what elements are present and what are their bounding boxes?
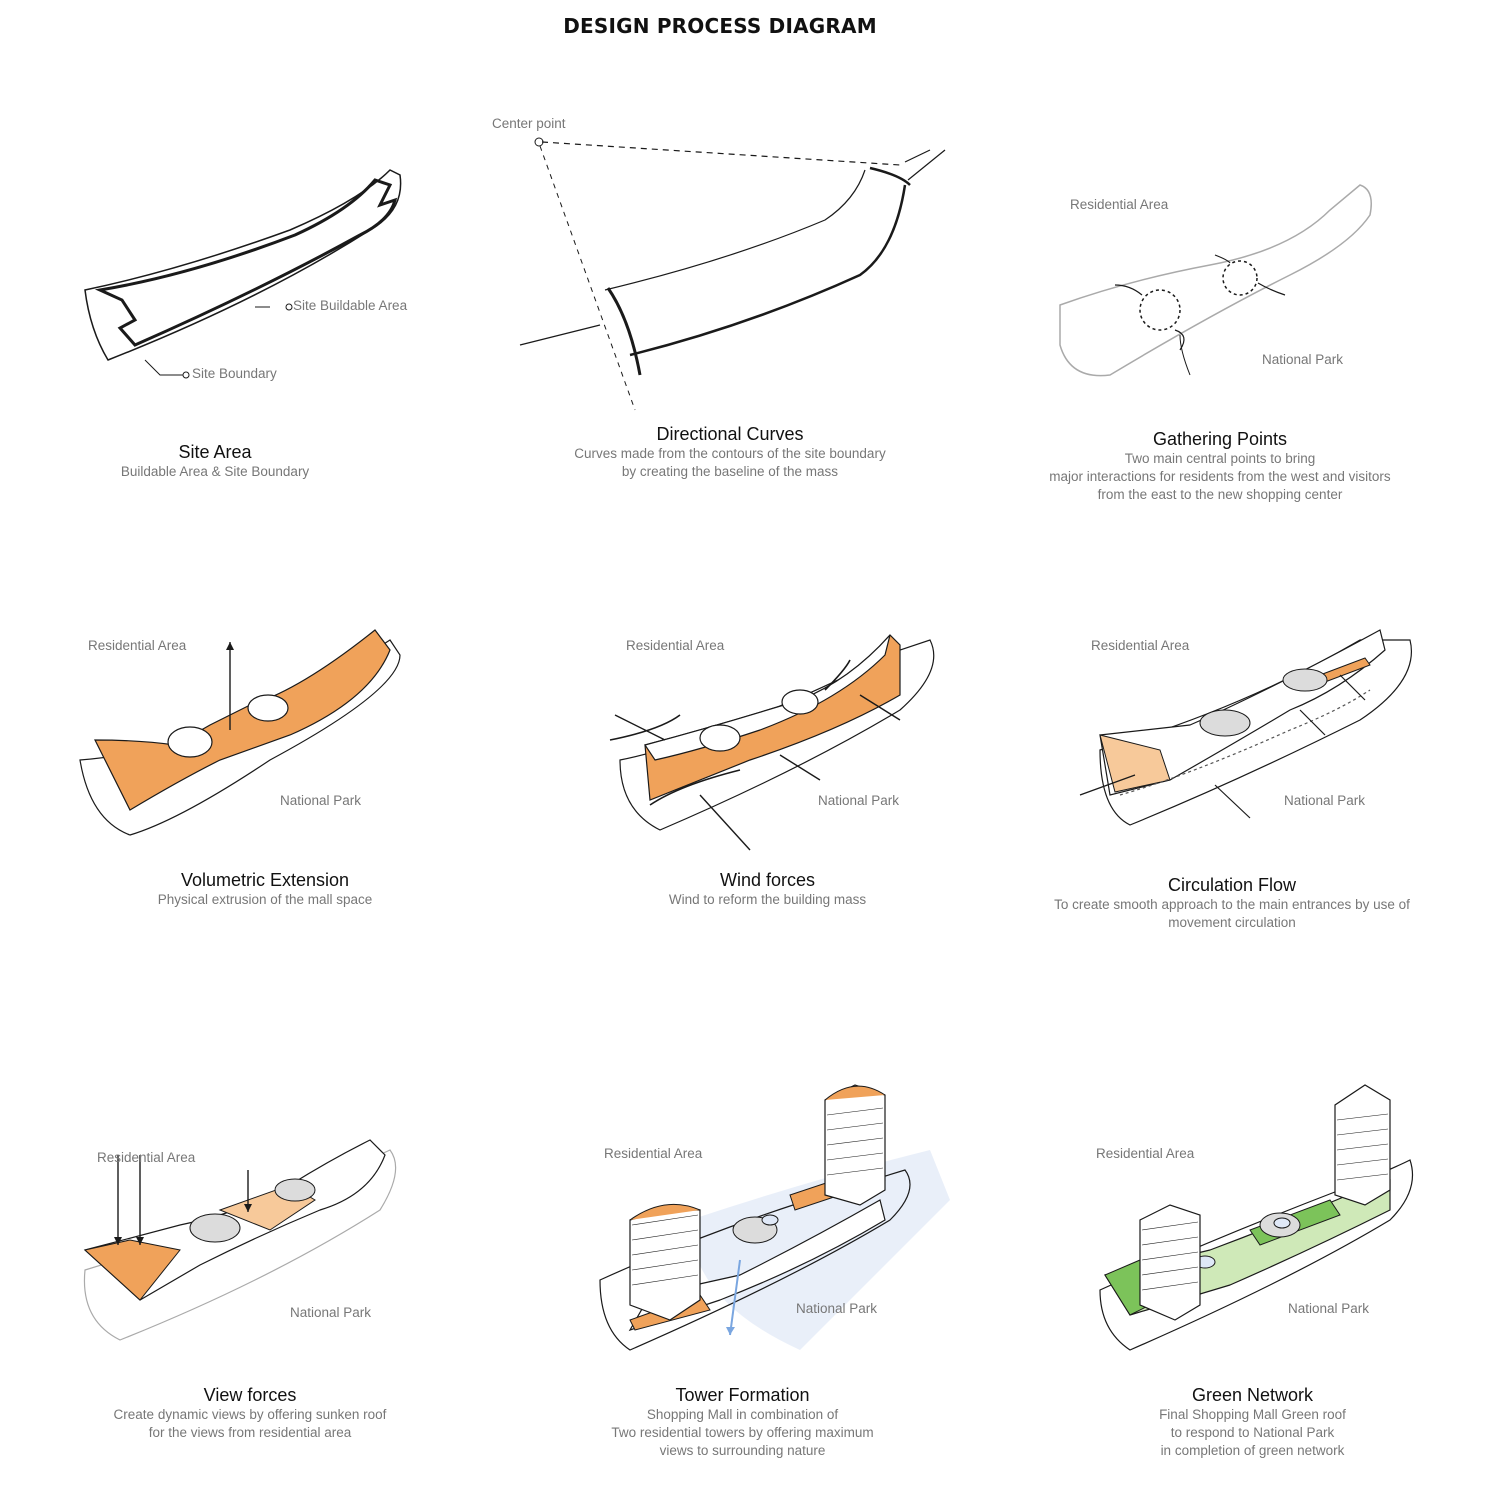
caption-title: Wind forces — [719, 870, 816, 890]
national-park-label: National Park — [1284, 793, 1366, 808]
caption-gathering-points: Gathering Points Two main central points… — [1030, 429, 1410, 504]
caption-title: View forces — [203, 1385, 297, 1405]
tower-icon — [1334, 1084, 1391, 1206]
caption-title: Site Area — [178, 442, 252, 462]
caption-title: Directional Curves — [656, 424, 804, 444]
caption-desc-line: To create smooth approach to the main en… — [1054, 897, 1410, 912]
caption-title: Volumetric Extension — [180, 870, 350, 890]
gathering-points-drawing — [1059, 184, 1372, 377]
arrow-icon — [226, 642, 234, 650]
caption-desc-line: Two main central points to bring — [1124, 451, 1316, 466]
panel-volumetric-extension: Residential Area National Park Volumetri… — [70, 620, 530, 940]
caption-desc-line: movement circulation — [1168, 915, 1296, 930]
caption-desc-line: from the east to the new shopping center — [1097, 487, 1343, 502]
caption-site-area: Site Area Buildable Area & Site Boundary — [60, 442, 370, 481]
panel-view-forces: Residential Area National Park View forc… — [70, 1130, 530, 1450]
panel-directional-curves: Center point Directional Curves Curves m… — [490, 110, 950, 490]
caption-directional-curves: Directional Curves Curves made from the … — [490, 424, 970, 481]
panel-green-network: Residential Area National Park Green Net… — [1090, 1080, 1504, 1460]
caption-circulation-flow: Circulation Flow To create smooth approa… — [1040, 875, 1424, 932]
caption-green-network: Green Network Final Shopping Mall Green … — [1090, 1385, 1415, 1460]
residential-area-label: Residential Area — [626, 638, 725, 653]
arrow-icon — [726, 1327, 735, 1335]
national-park-label: National Park — [1262, 352, 1344, 367]
circulation-flow-drawing — [1079, 629, 1412, 826]
tower-formation-drawing — [599, 1084, 950, 1351]
residential-area-label: Residential Area — [97, 1150, 196, 1165]
caption-title: Circulation Flow — [1167, 875, 1297, 895]
panel-tower-formation: Residential Area National Park Tower For… — [590, 1080, 1050, 1460]
dashed-circle-icon — [1222, 260, 1258, 296]
caption-desc-line: in completion of green network — [1160, 1443, 1345, 1458]
national-park-label: National Park — [290, 1305, 372, 1320]
arrow-icon — [244, 1204, 252, 1212]
panel-wind-forces: Residential Area National Park Wind forc… — [600, 620, 1060, 940]
caption-wind-forces: Wind forces Wind to reform the building … — [600, 870, 935, 909]
view-forces-drawing — [83, 1139, 397, 1341]
national-park-label: National Park — [1288, 1301, 1370, 1316]
wind-forces-drawing — [609, 634, 935, 851]
site-boundary-label: Site Boundary — [192, 366, 277, 381]
national-park-label: National Park — [818, 793, 900, 808]
residential-area-label: Residential Area — [1091, 638, 1190, 653]
center-point-label: Center point — [492, 116, 566, 131]
caption-tower-formation: Tower Formation Shopping Mall in combina… — [590, 1385, 895, 1460]
caption-desc-line: major interactions for residents from th… — [1049, 469, 1391, 484]
residential-area-label: Residential Area — [604, 1146, 703, 1161]
residential-area-label: Residential Area — [1070, 197, 1169, 212]
caption-desc-line: for the views from residential area — [148, 1425, 352, 1440]
tower-icon — [1139, 1204, 1201, 1321]
caption-view-forces: View forces Create dynamic views by offe… — [70, 1385, 430, 1442]
directional-curves-drawing — [519, 137, 946, 411]
arrow-icon — [136, 1237, 144, 1245]
caption-title: Green Network — [1191, 1385, 1314, 1405]
caption-desc-line: Curves made from the contours of the sit… — [574, 446, 886, 461]
caption-desc-line: Wind to reform the building mass — [668, 892, 867, 907]
caption-desc-line: Final Shopping Mall Green roof — [1159, 1407, 1346, 1422]
caption-title: Tower Formation — [675, 1385, 810, 1405]
panel-gathering-points: Residential Area National Park Gathering… — [1030, 175, 1490, 515]
caption-desc-line: Shopping Mall in combination of — [646, 1407, 839, 1422]
site-buildable-area-label: Site Buildable Area — [293, 298, 408, 313]
national-park-label: National Park — [280, 793, 362, 808]
tower-icon — [629, 1203, 701, 1321]
caption-desc-line: Create dynamic views by offering sunken … — [113, 1407, 387, 1422]
caption-desc-line: views to surrounding nature — [659, 1443, 826, 1458]
site-area-drawing — [84, 169, 402, 379]
volumetric-extension-drawing — [79, 629, 401, 836]
green-network-drawing — [1099, 1084, 1414, 1351]
dashed-circle-icon — [1139, 289, 1181, 331]
page-title: DESIGN PROCESS DIAGRAM — [563, 14, 877, 38]
caption-desc-line: Physical extrusion of the mall space — [157, 892, 373, 907]
panel-site-area: Site Buildable Area Site Boundary Site A… — [60, 150, 520, 490]
panel-circulation-flow: Residential Area National Park Circulati… — [1040, 620, 1500, 940]
caption-title: Gathering Points — [1152, 429, 1288, 449]
national-park-label: National Park — [796, 1301, 878, 1316]
residential-area-label: Residential Area — [88, 638, 187, 653]
caption-desc-line: Buildable Area & Site Boundary — [120, 464, 310, 479]
caption-desc-line: by creating the baseline of the mass — [621, 464, 839, 479]
arrow-icon — [114, 1237, 122, 1245]
caption-desc-line: to respond to National Park — [1170, 1425, 1335, 1440]
tower-icon — [824, 1084, 886, 1206]
caption-volumetric-extension: Volumetric Extension Physical extrusion … — [70, 870, 460, 909]
caption-desc-line: Two residential towers by offering maxim… — [611, 1425, 874, 1440]
residential-area-label: Residential Area — [1096, 1146, 1195, 1161]
